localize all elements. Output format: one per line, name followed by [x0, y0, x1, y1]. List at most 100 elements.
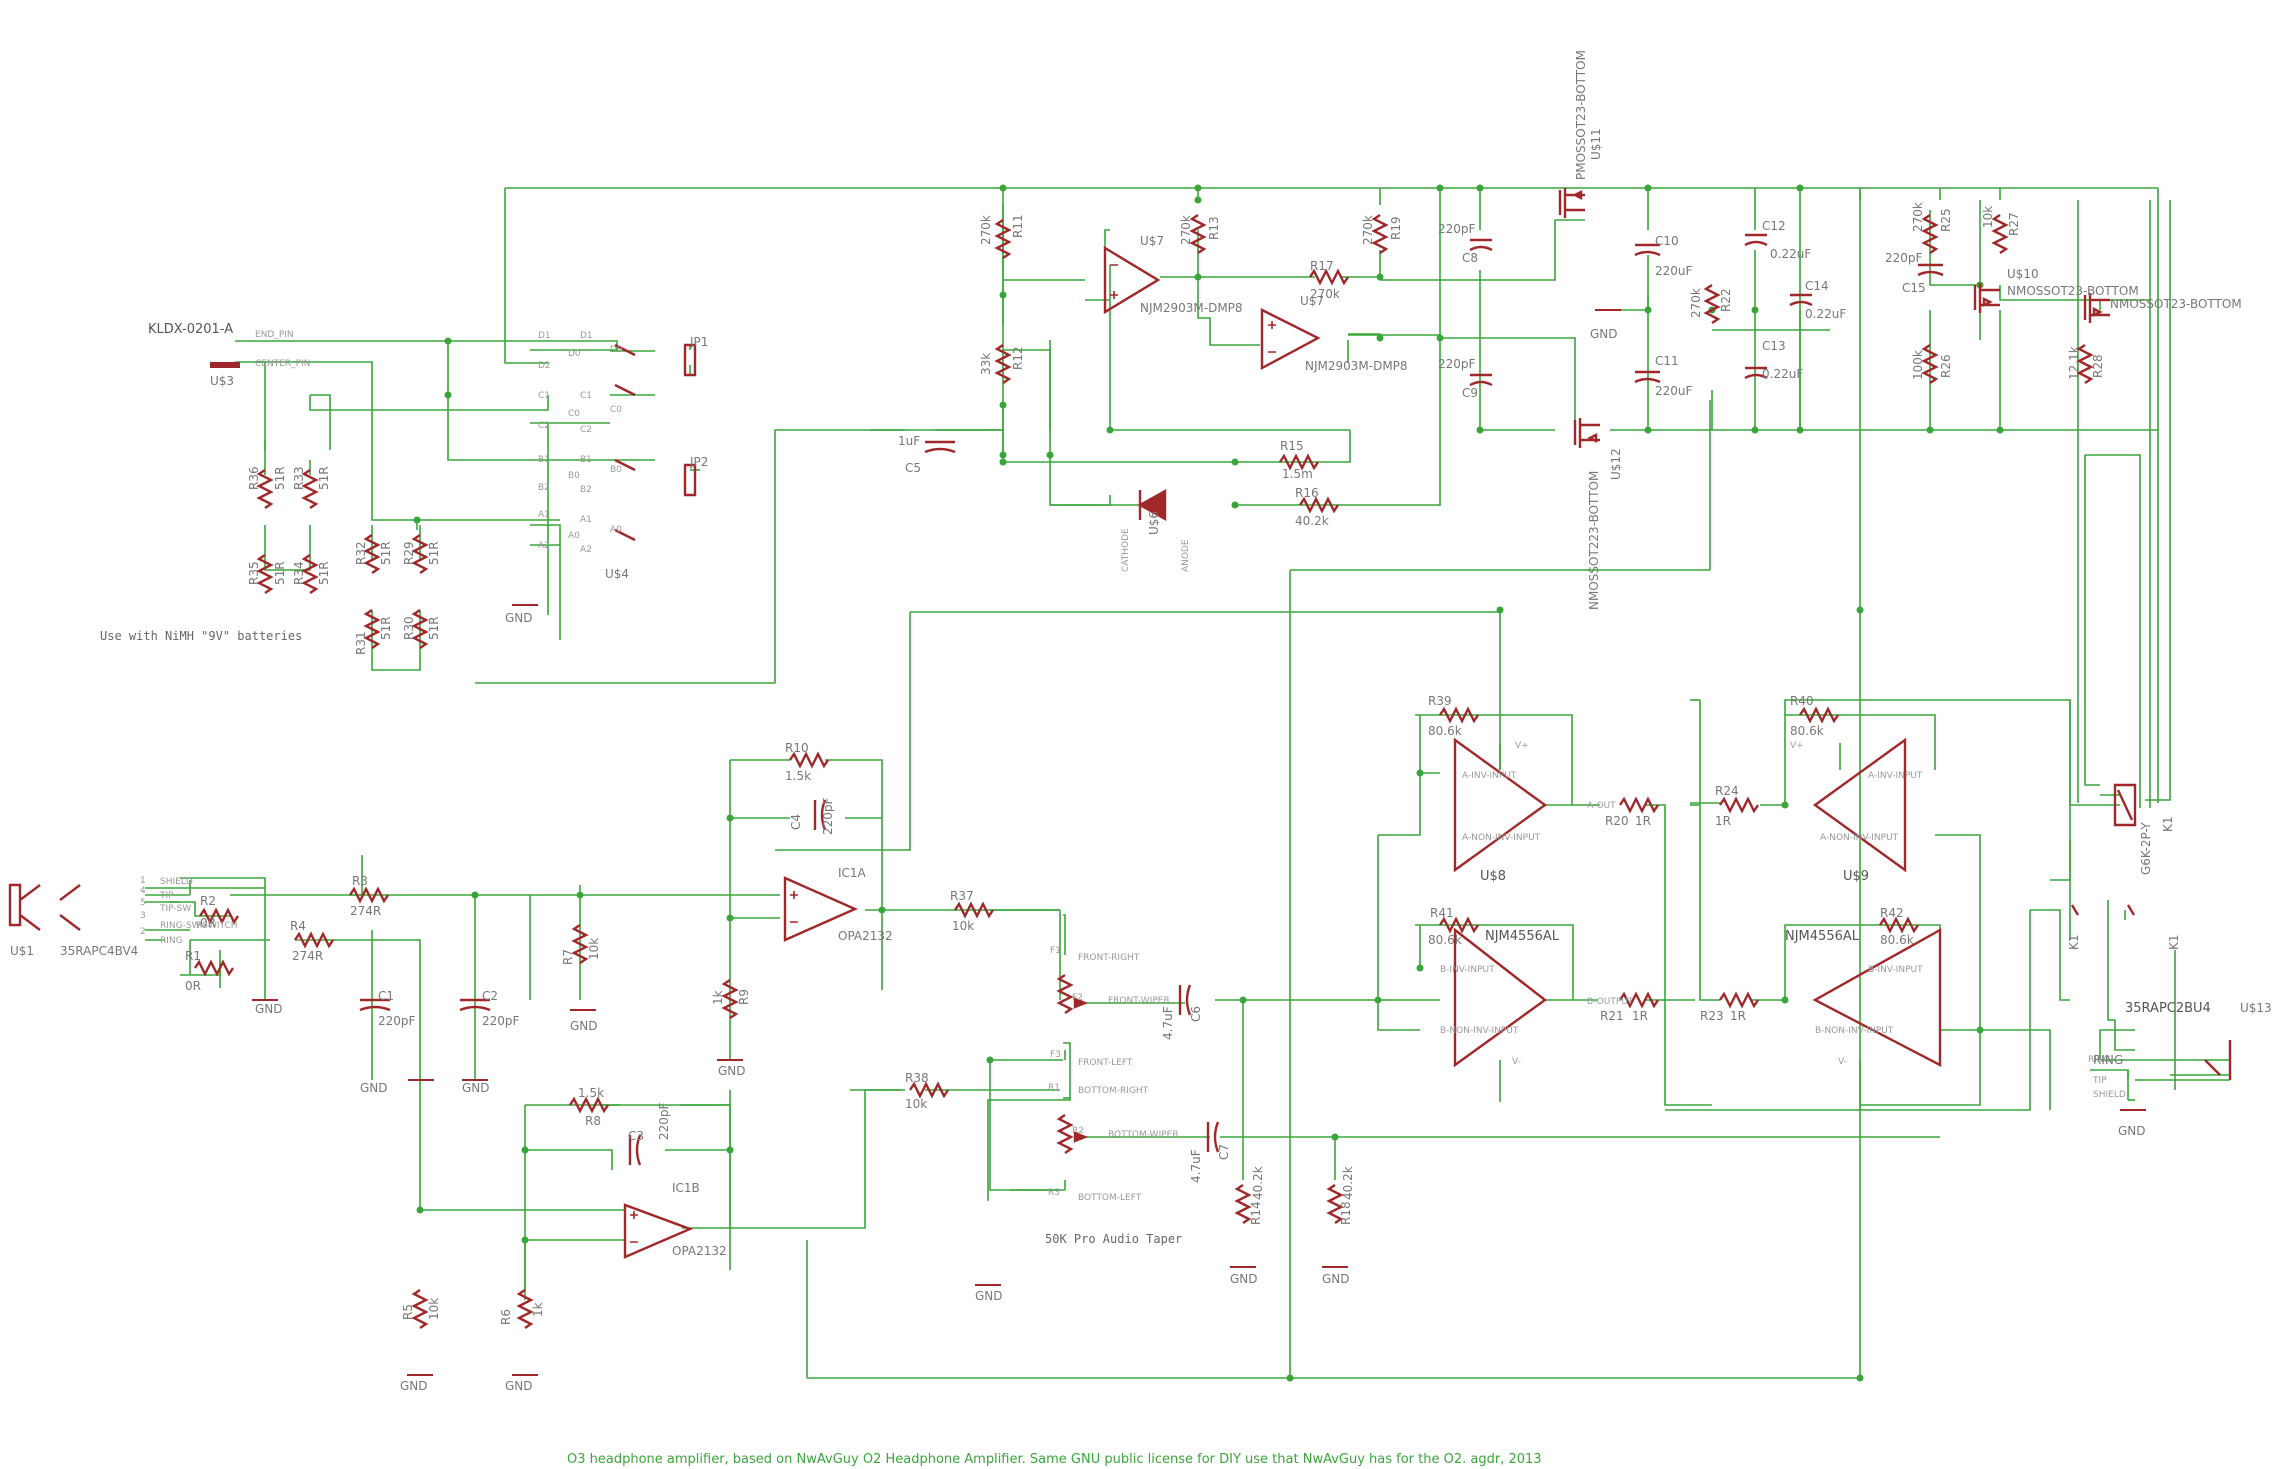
input-jack-body — [8, 883, 81, 931]
output-jack-pin-label: SHIELD — [2093, 1090, 2126, 1100]
resistor-value: 1k — [711, 990, 725, 1005]
r18-zigzag — [1326, 1184, 1344, 1224]
r42-zigzag — [1879, 916, 1919, 934]
output-jack-body — [2204, 1040, 2232, 1080]
resistor-value: 51R — [317, 466, 331, 490]
resistor-ref: R38 — [905, 1071, 929, 1085]
pot-pin-name: FRONT-LEFT — [1078, 1058, 1133, 1068]
resistor-value: 10k — [587, 938, 601, 960]
r17-zigzag — [1309, 268, 1349, 286]
r15-zigzag — [1279, 453, 1319, 471]
capacitor-ref: C3 — [628, 1129, 644, 1143]
resistor-ref: R42 — [1880, 906, 1904, 920]
sw-pin: B1 — [538, 455, 550, 465]
jack-pin-num: 5 — [140, 898, 146, 908]
output-jack-part: 35RAPC2BU4 — [2125, 1001, 2211, 1016]
resistor-value: 1R — [1632, 1009, 1648, 1023]
resistor-ref: R16 — [1295, 486, 1319, 500]
resistor-value: 51R — [379, 616, 393, 640]
jp1-body — [683, 343, 697, 377]
resistor-value: 51R — [427, 616, 441, 640]
relay-ref: K1 — [2161, 816, 2175, 832]
r35-zigzag — [256, 554, 274, 594]
capacitor-ref: C4 — [789, 814, 803, 830]
resistor-value: 51R — [273, 561, 287, 585]
sw-pin: D0 — [610, 345, 623, 355]
resistor-ref: R28 — [2091, 354, 2105, 378]
opamp-pin: A-NON-INV-INPUT — [1462, 833, 1541, 843]
u7b-part: NJM2903M-DMP8 — [1305, 359, 1408, 373]
gnd-label: GND — [505, 611, 533, 625]
r38-zigzag — [909, 1081, 949, 1099]
nmos-u12 — [1573, 418, 1600, 448]
nmos-u10b — [2083, 293, 2110, 323]
r20-zigzag — [1619, 796, 1659, 814]
r37-zigzag — [954, 901, 994, 919]
opamp-pin: B-NON-INV-INPUT — [1815, 1026, 1894, 1036]
sw-pin: C2 — [538, 421, 550, 431]
resistor-value: 40.2k — [1251, 1166, 1265, 1200]
capacitor-ref: C15 — [1902, 281, 1926, 295]
jack-pin-label: RSWITCH — [196, 921, 238, 931]
resistor-value: 270k — [1179, 215, 1193, 245]
sw-pin: D2 — [538, 361, 551, 371]
gnd-label: GND — [505, 1379, 533, 1393]
capacitor-ref: C2 — [482, 989, 498, 1003]
diode-u6 — [1137, 488, 1167, 522]
resistor-value: 33k — [979, 353, 993, 375]
resistor-ref: R27 — [2007, 212, 2021, 236]
sw-pin: D1 — [580, 331, 593, 341]
r41-zigzag — [1439, 916, 1479, 934]
r34-zigzag — [301, 554, 319, 594]
opamp-pin: B-OUTPUT — [1587, 997, 1634, 1007]
u8-ref: U$8 — [1480, 869, 1506, 884]
resistor-value: 0R — [185, 979, 201, 993]
gnd-label: GND — [718, 1064, 746, 1078]
resistor-ref: R34 — [292, 561, 306, 585]
relay-coil — [2113, 783, 2137, 827]
sw-pin: C1 — [538, 391, 550, 401]
labels: KLDX-0201-A U$3 END_PIN CENTER_PIN D1 D2… — [10, 50, 2272, 1467]
resistor-ref: R36 — [247, 466, 261, 490]
pot-pin-label: F3 — [1050, 1050, 1061, 1060]
capacitor-ref: C1 — [378, 989, 394, 1003]
jp1-label: JP1 — [689, 335, 708, 349]
sw-pin: D0 — [568, 349, 581, 359]
resistor-value: 80.6k — [1790, 724, 1824, 738]
u8-part: NJM4556AL — [1485, 929, 1560, 944]
junction-dots — [413, 184, 2004, 1382]
resistor-ref: R10 — [785, 741, 809, 755]
u8a-triangle — [1453, 737, 1548, 873]
pot-pin-name: BOTTOM-RIGHT — [1078, 1086, 1149, 1096]
pot-pin-name: FRONT-RIGHT — [1078, 953, 1140, 963]
opamp-pin: V+ — [1790, 741, 1804, 751]
resistor-value: 1k — [531, 1302, 545, 1317]
r24-zigzag — [1719, 796, 1759, 814]
r16-zigzag — [1299, 496, 1339, 514]
power-jack-ref: U$3 — [210, 374, 234, 388]
c1-symbol — [359, 998, 391, 1012]
gnd-label: GND — [975, 1289, 1003, 1303]
resistor-value: 100k — [1911, 350, 1925, 380]
c13-symbol — [1744, 366, 1768, 380]
opamp-pin: A-INV-INPUT — [1462, 771, 1517, 781]
r8-zigzag — [569, 1096, 609, 1114]
capacitor-value: 220uF — [1655, 384, 1693, 398]
gnd-label: GND — [2118, 1124, 2146, 1138]
jp2-label: JP2 — [689, 455, 708, 469]
diode-pin: ANODE — [1181, 539, 1191, 572]
gnd-label: GND — [462, 1081, 490, 1095]
opamp-sign-markers — [630, 264, 1276, 1243]
resistor-value: 270k — [1361, 215, 1375, 245]
capacitor-value: 0.22uF — [1762, 367, 1803, 381]
r26-zigzag — [1921, 344, 1939, 384]
capacitor-value: 4.7uF — [1161, 1006, 1175, 1040]
resistor-value: 10k — [952, 919, 974, 933]
r1-zigzag — [194, 959, 234, 977]
pot-pin-name: BOTTOM-LEFT — [1078, 1193, 1142, 1203]
u7-ref: U$7 — [1140, 234, 1164, 248]
opamp-pin: B-NON-INV-INPUT — [1440, 1026, 1519, 1036]
pot-pin-label: F2 — [1072, 993, 1083, 1003]
capacitor-ref: C6 — [1189, 1006, 1203, 1022]
capacitor-value: 4.7uF — [1189, 1149, 1203, 1183]
